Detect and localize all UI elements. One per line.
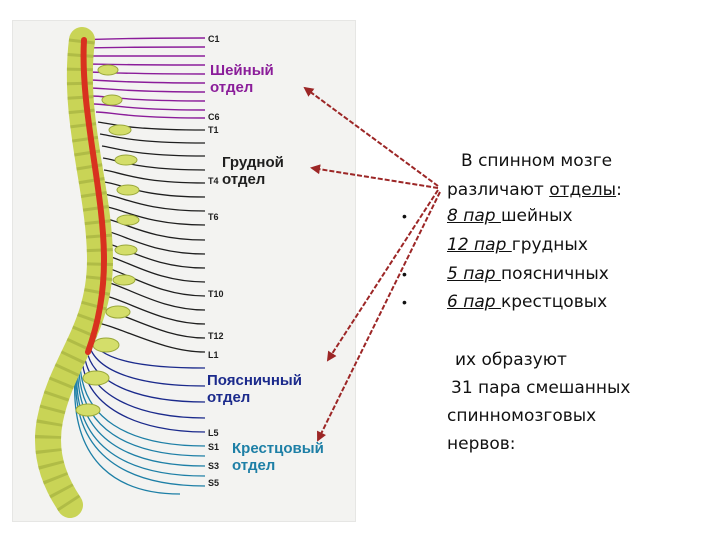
level-label-s5: S5	[208, 478, 219, 488]
intro-keyword-departments: отделы	[549, 180, 616, 200]
bullet-1: •	[402, 208, 407, 224]
section-label-cervical-line2: отдел	[210, 79, 274, 96]
arrow-to-lumbar	[328, 190, 438, 360]
list-item-count: 12 пар	[447, 235, 512, 255]
level-label-t6: T6	[208, 212, 219, 222]
pointer-arrows	[305, 88, 440, 440]
conclusion-line-3: спинномозговых	[447, 406, 596, 426]
list-item-count: 8 пар	[447, 206, 501, 226]
level-label-t4: T4	[208, 176, 219, 186]
section-label-lumbar: Поясничный отдел	[207, 372, 302, 406]
list-item-name: шейных	[501, 206, 573, 226]
list-item-name: крестцовых	[501, 292, 607, 312]
nerve-c1	[78, 38, 205, 40]
list-item-name: поясничных	[501, 264, 609, 284]
bullet-3: •	[402, 266, 407, 282]
level-label-s1: S1	[208, 442, 219, 452]
list-item-cervical: 8 пар шейных	[447, 206, 573, 226]
section-label-sacral-line1: Крестцовый	[232, 440, 324, 457]
conclusion-line-2: 31 пара смешанных	[451, 378, 631, 398]
arrow-to-sacral	[318, 192, 440, 440]
level-label-t10: T10	[208, 289, 224, 299]
level-label-l1: L1	[208, 350, 219, 360]
level-label-t1: T1	[208, 125, 219, 135]
level-label-s3: S3	[208, 461, 219, 471]
section-label-lumbar-line2: отдел	[207, 389, 302, 406]
level-label-c6: C6	[208, 112, 220, 122]
conclusion-line-4: нервов:	[447, 434, 516, 454]
list-item-name: грудных	[512, 235, 588, 255]
section-label-sacral: Крестцовый отдел	[232, 440, 324, 474]
level-label-t12: T12	[208, 331, 224, 341]
arrow-to-cervical	[305, 88, 438, 186]
section-label-cervical-line1: Шейный	[210, 62, 274, 79]
nerve-c6	[96, 112, 205, 118]
section-label-thoracic-line1: Грудной	[222, 154, 284, 171]
list-item-lumbar: 5 пар поясничных	[447, 264, 609, 284]
section-label-sacral-line2: отдел	[232, 457, 324, 474]
list-item-thoracic: 12 пар грудных	[447, 235, 588, 255]
intro-line-2: различают отделы:	[447, 180, 622, 200]
level-label-c1: C1	[208, 34, 220, 44]
section-label-lumbar-line1: Поясничный	[207, 372, 302, 389]
level-label-l5: L5	[208, 428, 219, 438]
list-item-sacral: 6 пар крестцовых	[447, 292, 607, 312]
conclusion-line-1: их образуют	[455, 350, 567, 370]
list-item-count: 5 пар	[447, 264, 501, 284]
intro-line-2-prefix: различают	[447, 180, 549, 200]
intro-line-1: В спинном мозге	[461, 151, 612, 171]
intro-line-2-colon: :	[616, 180, 622, 200]
section-label-thoracic: Грудной отдел	[222, 154, 284, 188]
list-item-count: 6 пар	[447, 292, 501, 312]
bullet-4: •	[402, 294, 407, 310]
section-label-thoracic-line2: отдел	[222, 171, 284, 188]
section-label-cervical: Шейный отдел	[210, 62, 274, 96]
